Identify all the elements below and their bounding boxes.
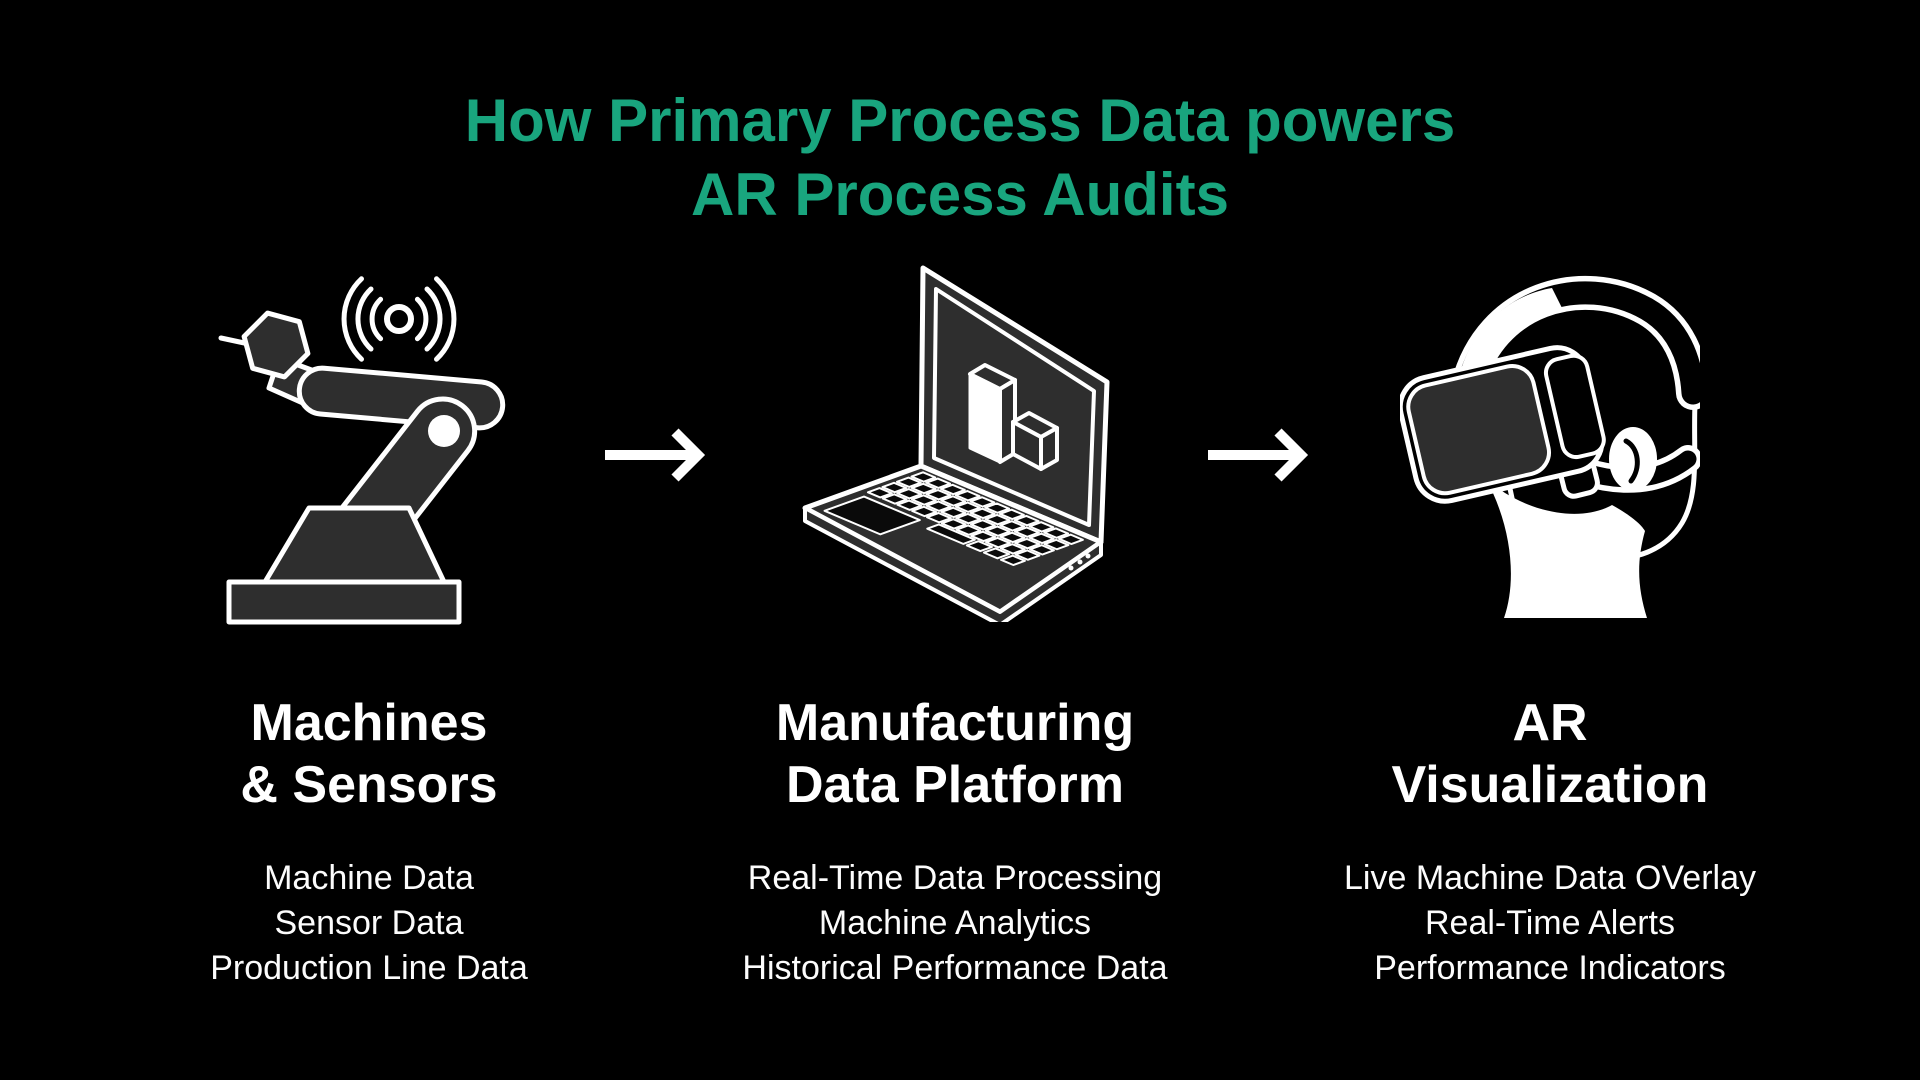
list-item: Real-Time Data Processing	[747, 859, 1163, 897]
column-items: Real-Time Data Processing Machine Analyt…	[705, 856, 1205, 991]
column-manufacturing-data-platform: Manufacturing Data Platform Real-Time Da…	[705, 258, 1205, 991]
laptop-analytics-icon	[705, 258, 1205, 626]
column-machines-sensors: Machines & Sensors Machine Data Sensor D…	[119, 258, 619, 991]
spacebar-key	[927, 524, 975, 543]
laptop-ports	[1068, 553, 1091, 571]
column-items: Machine Data Sensor Data Production Line…	[119, 856, 619, 991]
laptop-keyboard	[821, 472, 1083, 576]
right-arrow-icon	[1208, 428, 1309, 482]
column-heading-line1: Manufacturing	[775, 694, 1135, 752]
vr-headset-icon	[1300, 258, 1800, 626]
goggle-side	[1543, 353, 1606, 459]
vr-headset-svg	[1400, 275, 1700, 618]
column-heading-line2: Visualization	[1391, 756, 1709, 814]
laptop-analytics-svg	[795, 265, 1115, 622]
cube-right	[1039, 426, 1059, 471]
column-heading-line1: AR	[1512, 694, 1588, 752]
right-arrow-icon	[605, 428, 706, 482]
ear	[1609, 426, 1657, 491]
touchpad	[825, 497, 920, 535]
face-and-neck	[1486, 478, 1647, 618]
wireless-signal-icon	[341, 275, 456, 362]
list-item: Historical Performance Data	[742, 949, 1168, 987]
page-title-line1: How Primary Process Data powers	[464, 87, 1456, 154]
vr-goggles	[1400, 344, 1606, 504]
arm-joint	[427, 414, 460, 447]
list-item: Sensor Data	[274, 904, 464, 942]
column-heading-line1: Machines	[250, 694, 488, 752]
list-item: Real-Time Alerts	[1424, 904, 1676, 942]
laptop-rim	[803, 506, 1103, 622]
column-heading-line2: Data Platform	[785, 756, 1125, 814]
robot-arm-body	[218, 310, 505, 624]
list-item: Performance Indicators	[1374, 949, 1726, 987]
column-heading-line2: & Sensors	[240, 756, 498, 814]
gripper-hexagon	[241, 310, 310, 379]
column-heading: AR Visualization	[1300, 692, 1800, 816]
list-item: Machine Analytics	[818, 904, 1092, 942]
list-item: Production Line Data	[210, 949, 528, 987]
column-heading: Manufacturing Data Platform	[705, 692, 1205, 816]
column-ar-visualization: AR Visualization Live Machine Data OVerl…	[1300, 258, 1800, 991]
robot-arm-wireless-icon	[119, 258, 619, 626]
page-title-line2: AR Process Audits	[691, 161, 1229, 228]
list-item: Live Machine Data OVerlay	[1344, 859, 1756, 897]
goggle-front-panel	[1406, 363, 1551, 495]
column-heading: Machines & Sensors	[119, 692, 619, 816]
list-item: Machine Data	[264, 859, 474, 897]
column-items: Live Machine Data OVerlay Real-Time Aler…	[1300, 856, 1800, 991]
page-title: How Primary Process Data powers AR Proce…	[0, 84, 1920, 232]
robot-arm-wireless-svg	[218, 275, 505, 624]
ear-detail	[1623, 438, 1640, 483]
base-plate	[226, 579, 461, 624]
bar-chart-3d-icon	[968, 363, 1059, 471]
